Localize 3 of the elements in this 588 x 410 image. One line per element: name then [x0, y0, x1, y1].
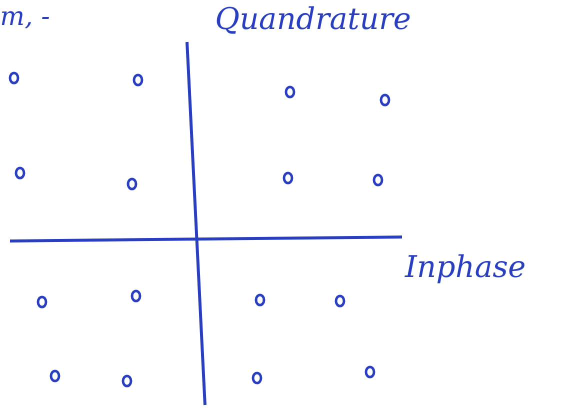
axis-label: Quandrature — [215, 2, 412, 37]
axis-label: Inphase — [405, 250, 526, 285]
text-fragment: m, - — [0, 2, 50, 32]
